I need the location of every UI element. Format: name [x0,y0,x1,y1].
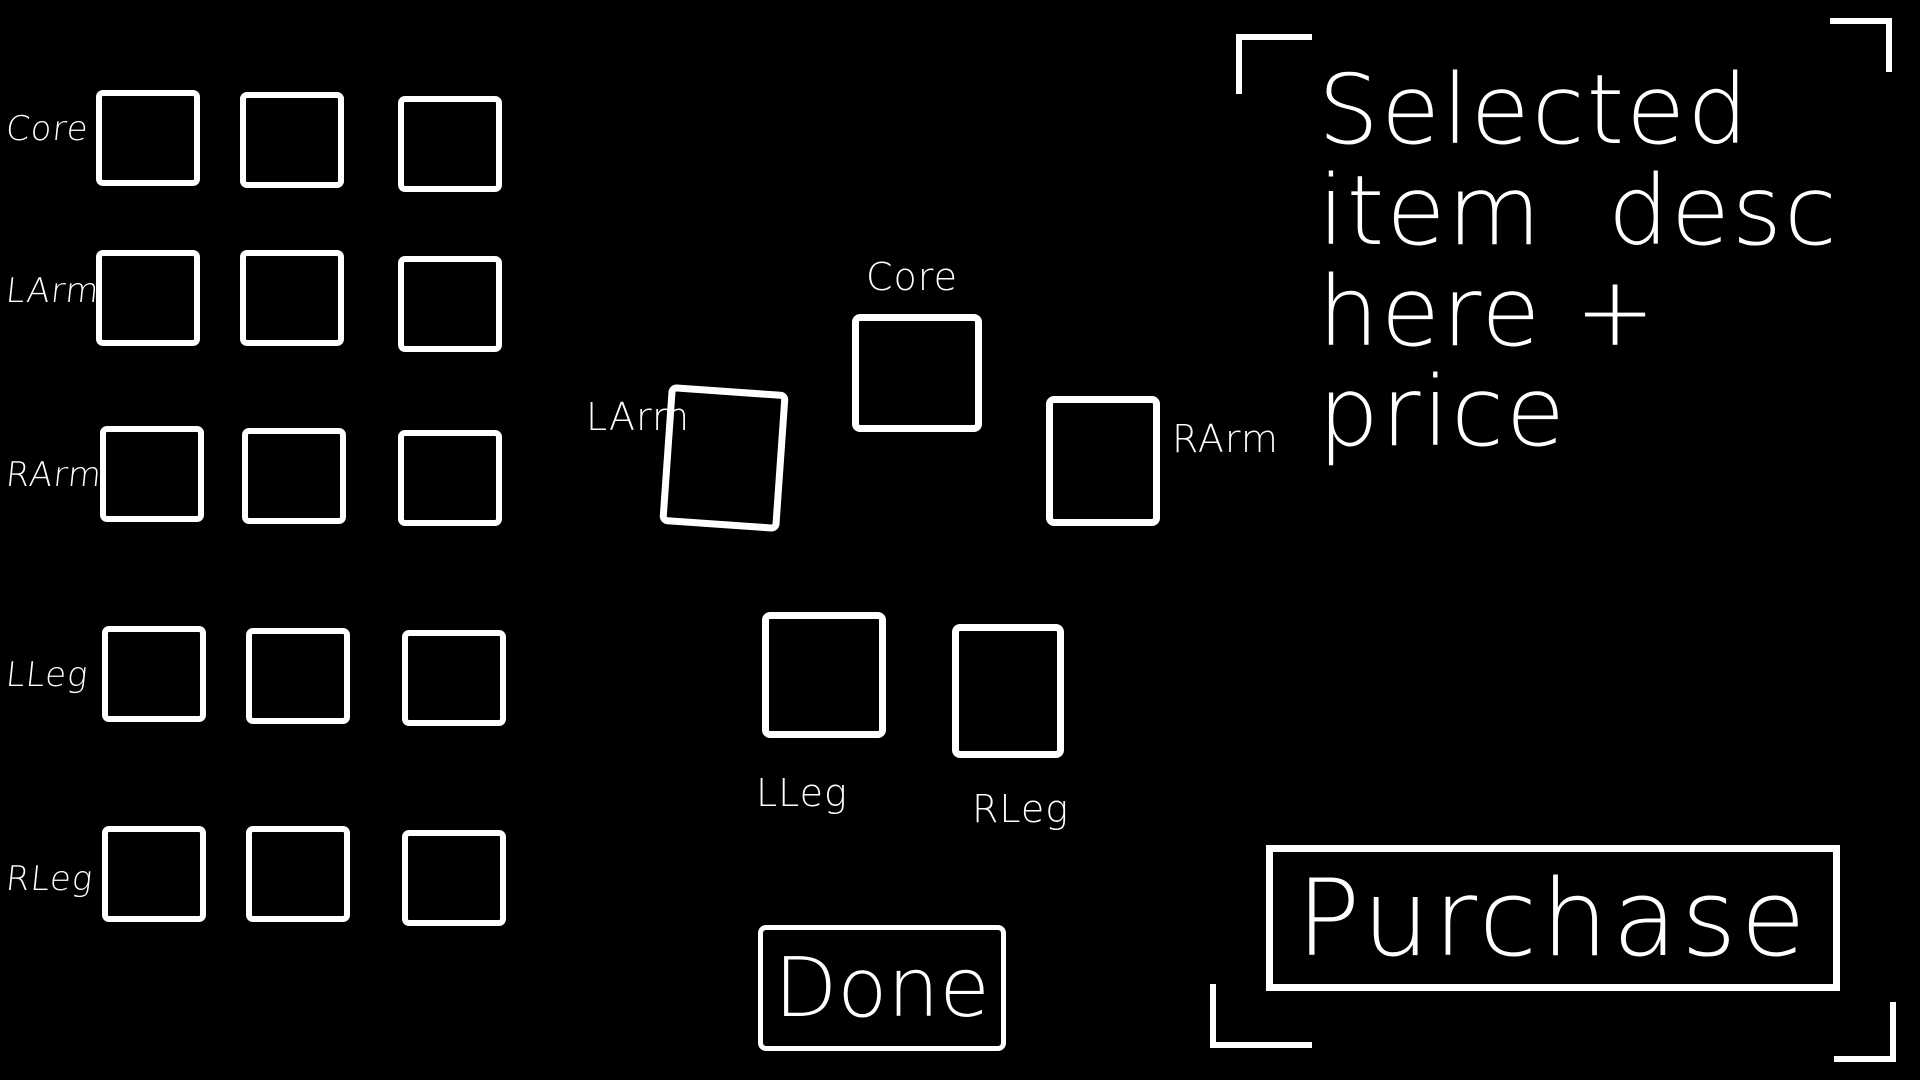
inventory-slot-rarm-1[interactable] [100,426,204,522]
equip-slot-rleg[interactable] [952,624,1064,758]
selected-item-description: Selected item desc here + price [1318,60,1878,463]
equip-slot-core[interactable] [852,314,982,432]
done-button[interactable]: Done [758,925,1006,1051]
purchase-button[interactable]: Purchase [1266,845,1840,991]
description-line-3: here + price [1318,255,1658,469]
inventory-slot-rleg-3[interactable] [402,830,506,926]
equip-slot-lleg[interactable] [762,612,886,738]
description-line-2: item desc [1318,154,1839,267]
equip-slot-larm[interactable] [659,383,789,533]
inventory-slot-rleg-2[interactable] [246,826,350,922]
inventory-slot-rleg-1[interactable] [102,826,206,922]
bracket-top-left [1236,34,1312,94]
bracket-top-right [1830,18,1892,72]
inventory-slot-lleg-1[interactable] [102,626,206,722]
inventory-row-label-lleg: LLeg [3,655,91,695]
inventory-slot-core-3[interactable] [398,96,502,192]
inventory-slot-core-2[interactable] [240,92,344,188]
inventory-row-label-larm: LArm [3,271,102,311]
inventory-slot-rarm-3[interactable] [398,430,502,526]
inventory-slot-larm-1[interactable] [96,250,200,346]
inventory-row-label-core: Core [3,109,91,149]
inventory-row-label-rleg: RLeg [3,859,96,899]
equip-label-lleg: LLeg [756,771,848,815]
equip-label-larm: LArm [586,395,691,439]
inventory-slot-lleg-2[interactable] [246,628,350,724]
inventory-slot-lleg-3[interactable] [402,630,506,726]
bracket-bottom-left [1210,984,1312,1048]
equip-label-rleg: RLeg [972,787,1070,831]
inventory-slot-core-1[interactable] [96,90,200,186]
description-line-1: Selected [1318,54,1751,166]
equip-label-core: Core [866,255,958,299]
inventory-slot-larm-2[interactable] [240,250,344,346]
inventory-row-label-rarm: RArm [3,455,105,495]
inventory-slot-larm-3[interactable] [398,256,502,352]
equip-label-rarm: RArm [1172,417,1279,461]
equip-slot-rarm[interactable] [1046,396,1160,526]
inventory-slot-rarm-2[interactable] [242,428,346,524]
bracket-bottom-right [1834,1002,1896,1062]
